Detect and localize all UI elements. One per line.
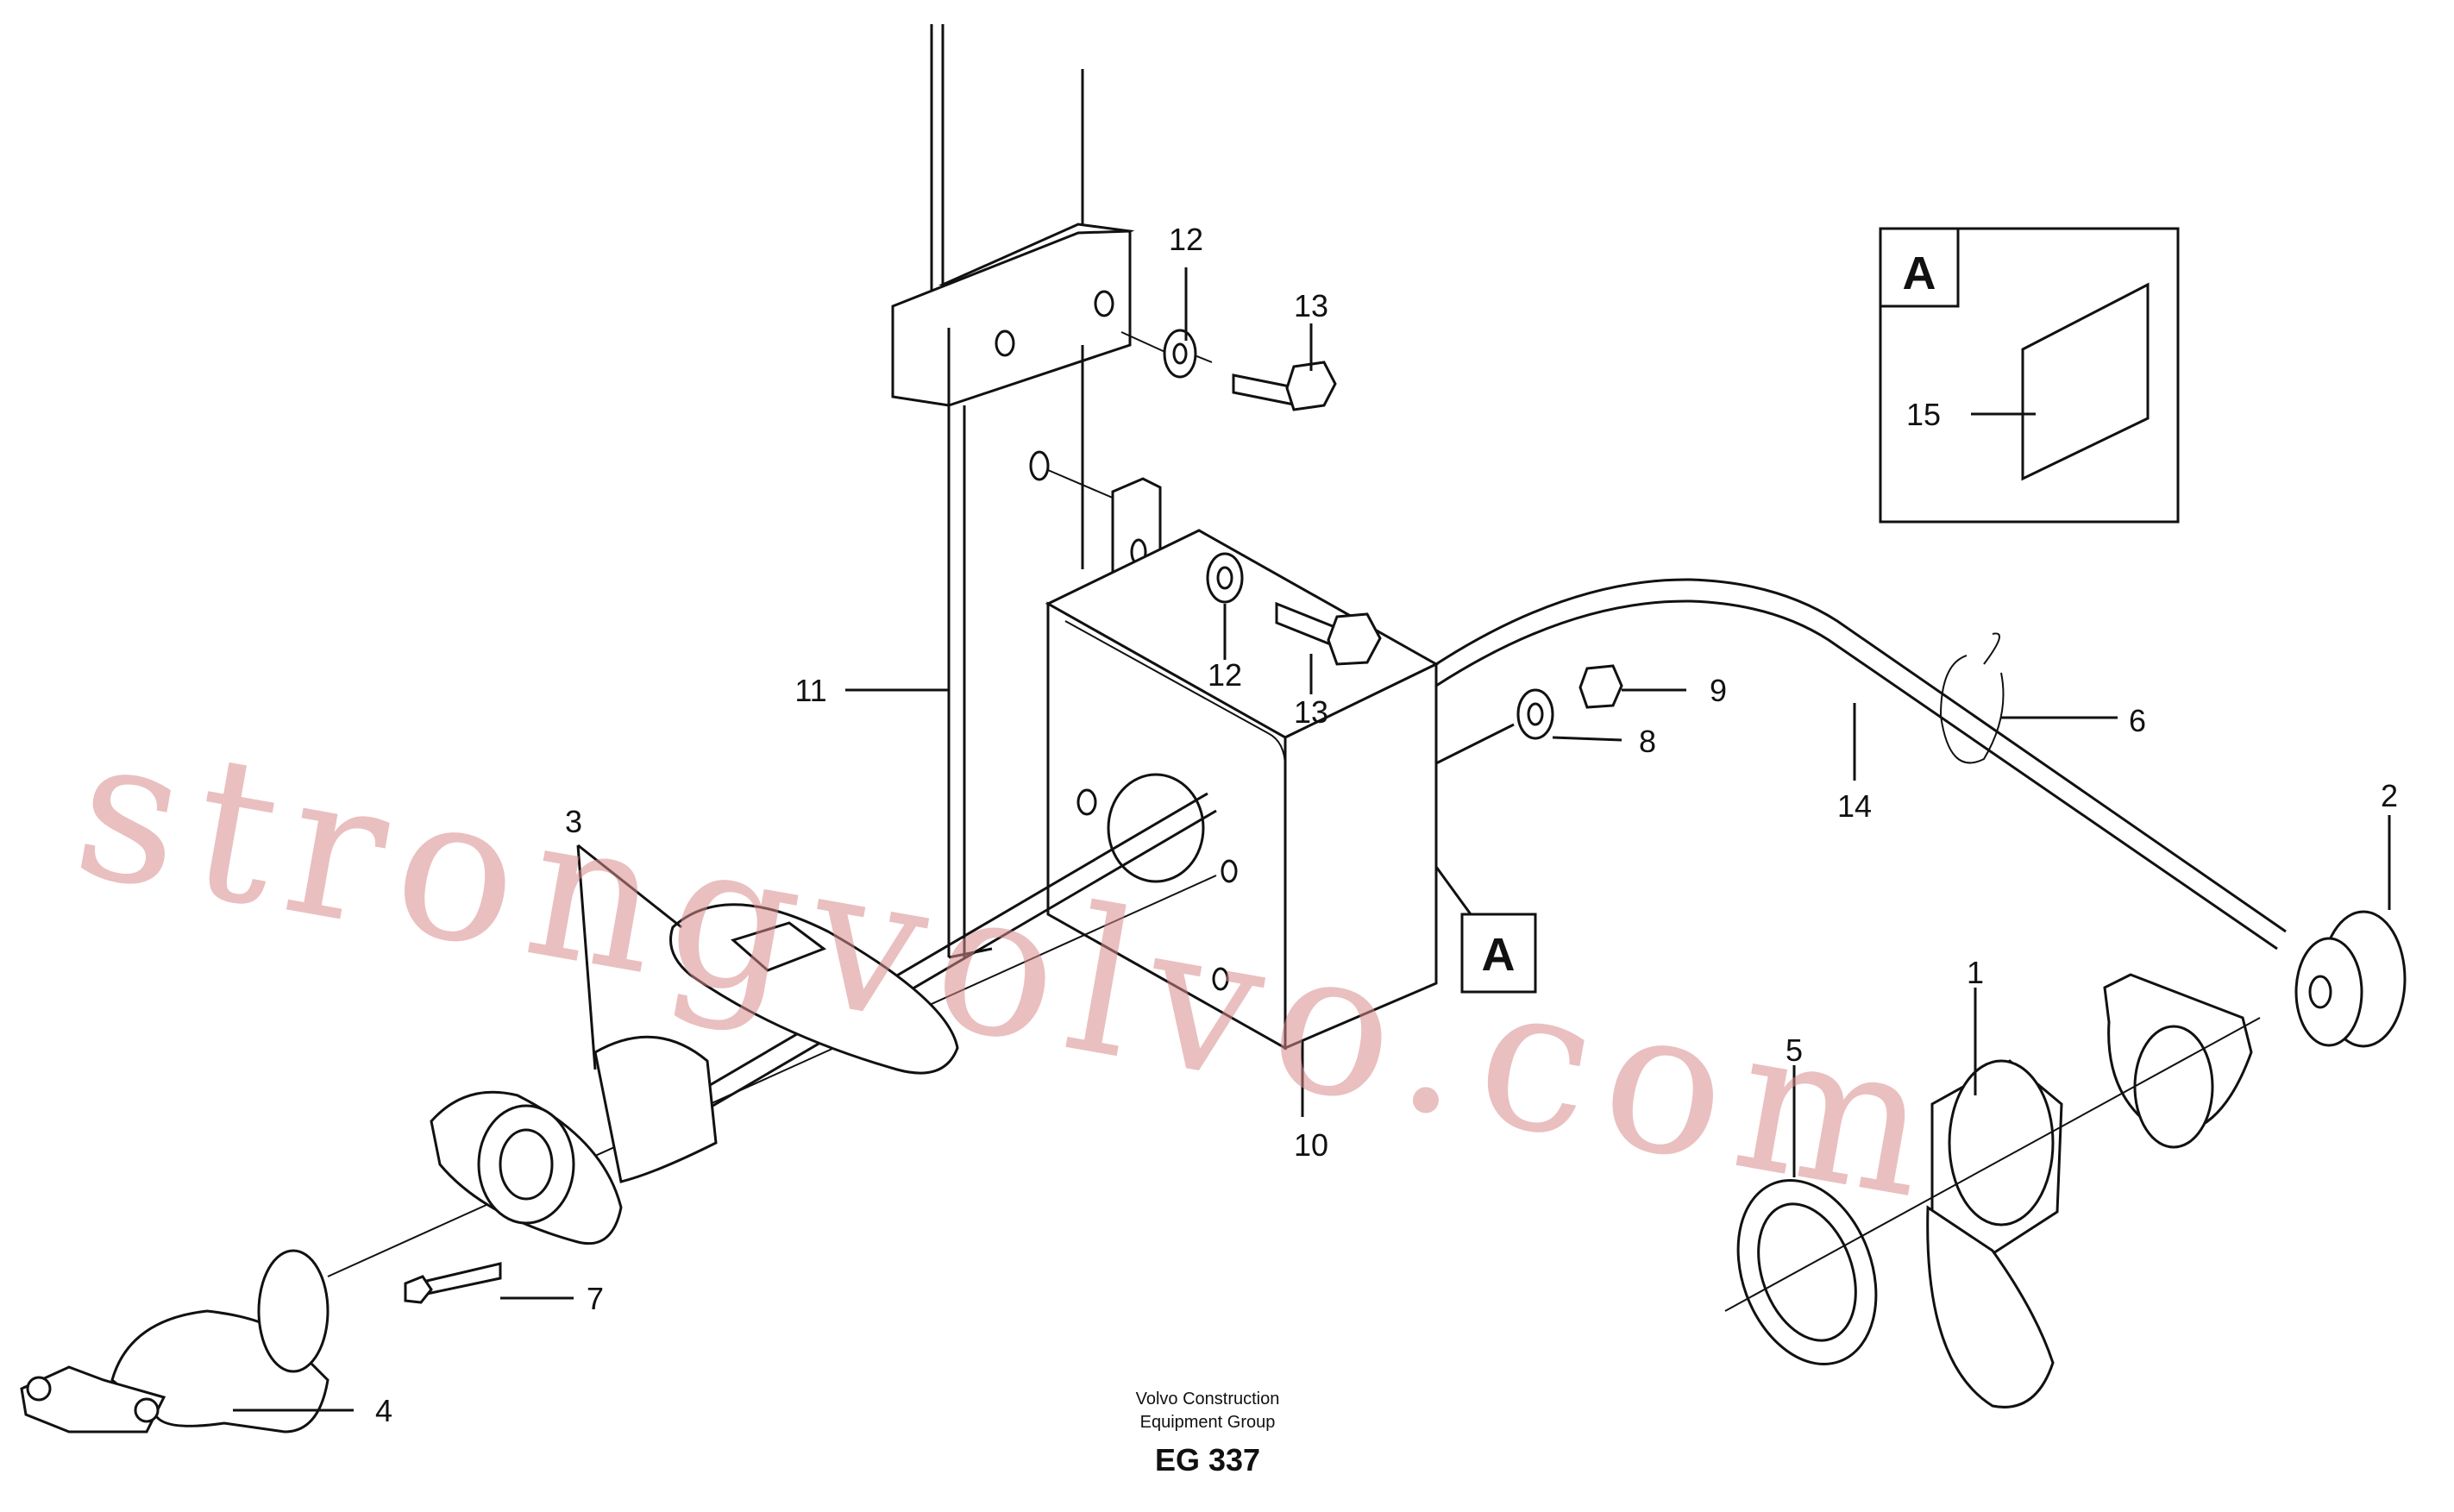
callout-4: 4	[375, 1393, 392, 1428]
plug	[20, 1249, 330, 1434]
watermark: strongvolvo.com	[60, 691, 1960, 1245]
callout-12-upper: 12	[1169, 222, 1203, 257]
round-connector	[2294, 910, 2407, 1048]
callout-2: 2	[2381, 778, 2398, 813]
callout-6: 6	[2129, 703, 2146, 738]
mounting-bar	[891, 24, 1135, 959]
grommet-nut	[1926, 1059, 2063, 1408]
callout-14: 14	[1837, 788, 1872, 824]
detail-inset: A	[1879, 227, 2180, 524]
callout-3: 3	[565, 804, 582, 839]
callout-7: 7	[587, 1281, 604, 1316]
detail-tag: A	[1460, 913, 1537, 994]
credit-block: Volvo Construction Equipment Group EG 33…	[1136, 1390, 1280, 1477]
cable	[1435, 578, 2287, 950]
threaded-rod	[327, 792, 1217, 1277]
callout-12-lower: 12	[1208, 657, 1242, 693]
watermark-text: strongvolvo.com	[60, 691, 1960, 1245]
callout-5: 5	[1786, 1032, 1803, 1068]
callout-10: 10	[1294, 1127, 1328, 1163]
callout-9: 9	[1710, 673, 1727, 708]
callout-1: 1	[1967, 955, 1984, 990]
leader-lines	[233, 267, 2391, 1412]
flange-plate	[669, 903, 959, 1075]
inset-label: A	[1903, 248, 1936, 299]
credit-line-2: Equipment Group	[1140, 1413, 1276, 1432]
callout-15: 15	[1906, 397, 1941, 432]
box-fasteners	[1206, 552, 1623, 740]
callout-13-lower: 13	[1294, 694, 1328, 730]
retaining-clip	[1724, 973, 2261, 1312]
control-box	[1045, 529, 1440, 1051]
seal-ring	[1736, 1178, 1878, 1366]
callout-numbers: 1 2 3 4 5 6 7 8 9 10 11 12 12 13 13 14 1…	[375, 222, 2398, 1428]
figure-reference: EG 337	[1155, 1442, 1260, 1477]
screw-7	[404, 1262, 502, 1304]
callout-11: 11	[794, 673, 826, 708]
credit-line-1: Volvo Construction	[1136, 1390, 1280, 1408]
callout-13-upper: 13	[1294, 288, 1328, 323]
callout-8: 8	[1639, 724, 1656, 759]
socket-housing	[430, 1035, 718, 1245]
detail-tag-label: A	[1482, 929, 1516, 981]
